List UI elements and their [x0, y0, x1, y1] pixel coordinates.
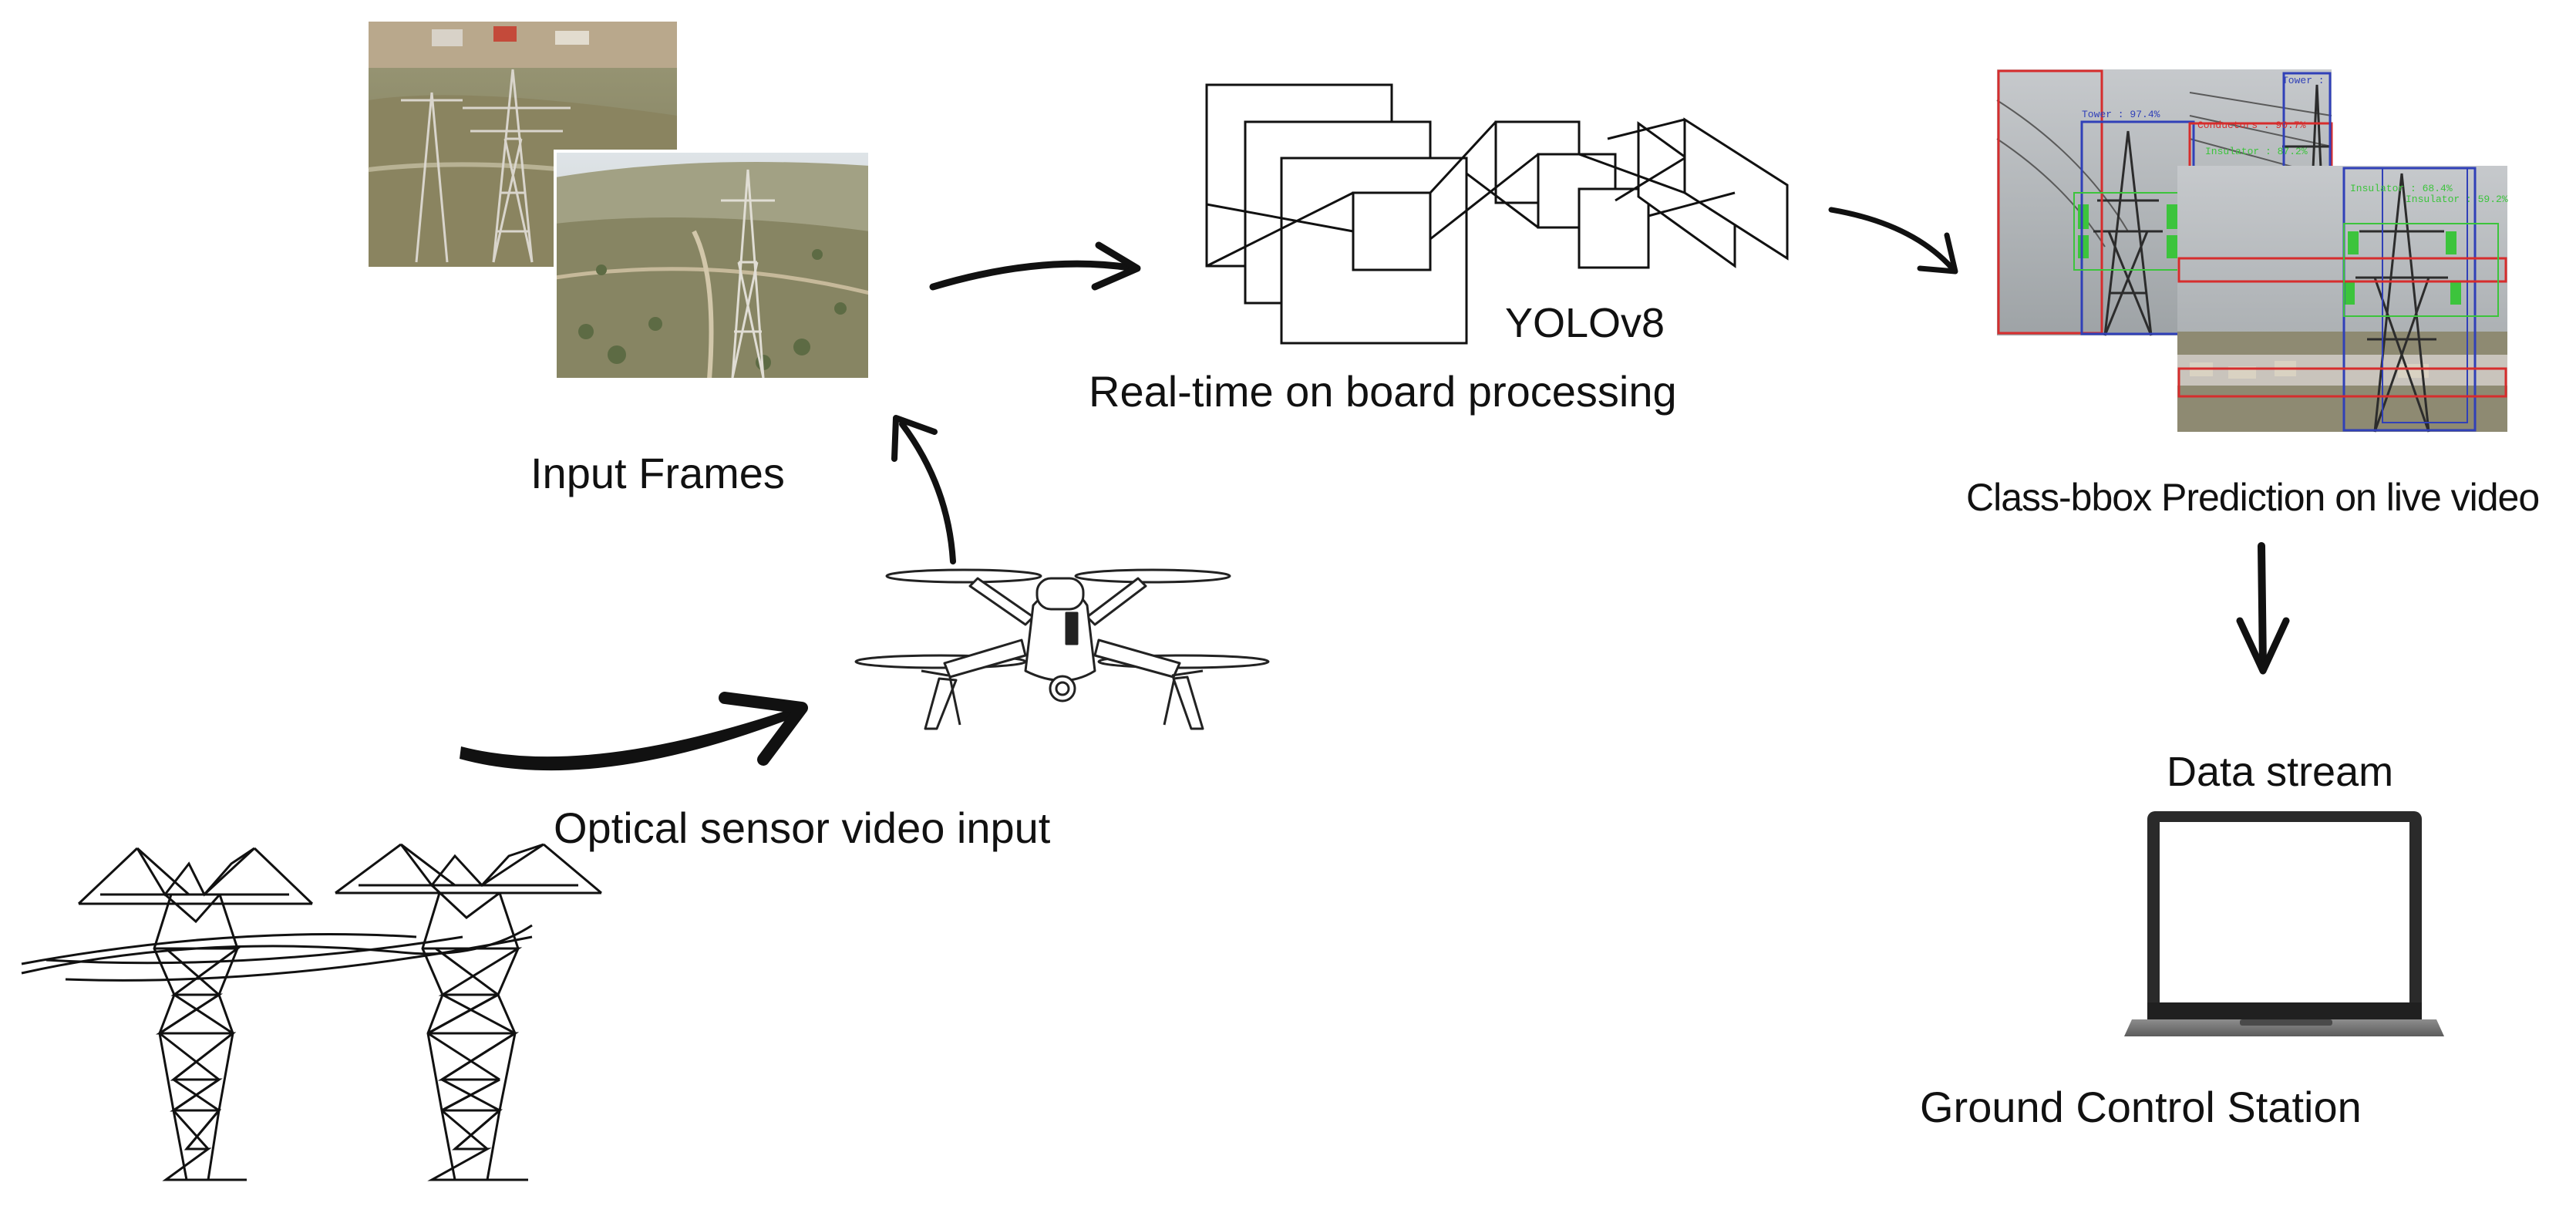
detection-label-insulator-a: Insulator : 87.2%: [2205, 146, 2308, 157]
drone-icon: [854, 568, 1270, 730]
arrow-prediction-to-gcs: [2236, 542, 2290, 675]
detection-label-conductors: Conductors : 90.7%: [2197, 120, 2306, 131]
data-stream-label: Data stream: [2167, 749, 2394, 795]
yolov8-label: YOLOv8: [1505, 300, 1665, 346]
detection-label-insulator-b: Insulator : 59.2%: [2406, 194, 2508, 205]
laptop-icon: [2124, 811, 2444, 1036]
processing-label: Real-time on board processing: [1089, 367, 1677, 416]
detection-label-tower-a: Tower : 97.4%: [2082, 109, 2160, 120]
arrow-towers-to-drone: [460, 692, 808, 771]
detection-label-insulator-c: Insulator : 68.4%: [2350, 183, 2453, 194]
arrow-yolo-to-prediction: [1828, 207, 1958, 275]
prediction-photo-front: Insulator : 68.4% Insulator : 59.2%: [2177, 166, 2508, 433]
tower-right: [335, 843, 602, 1181]
optical-sensor-label: Optical sensor video input: [554, 804, 1051, 852]
arrow-drone-to-frames: [891, 415, 956, 564]
tower-left: [77, 847, 314, 1181]
input-frames-label: Input Frames: [530, 449, 785, 497]
ground-control-station-label: Ground Control Station: [1920, 1083, 2362, 1131]
detection-label-tower-b: Tower :: [2282, 75, 2325, 86]
yolov8-network-icon: [1205, 83, 1789, 345]
input-frame-photo-front: [554, 150, 871, 381]
arrow-frames-to-yolo: [929, 241, 1141, 291]
transmission-towers-icon: [21, 843, 602, 1181]
prediction-label: Class-bbox Prediction on live video: [1966, 476, 2540, 519]
